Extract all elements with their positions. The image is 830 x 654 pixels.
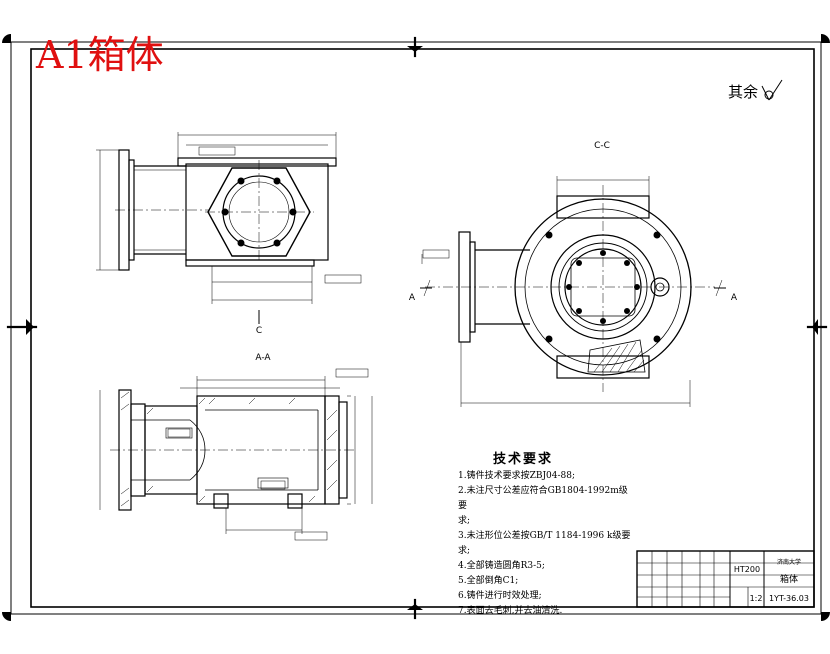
view-label-aa: A-A bbox=[255, 353, 271, 363]
view-cc-holes bbox=[545, 231, 661, 343]
front-view-dimensions bbox=[96, 132, 362, 324]
tech-req-item: 4.全部铸造圆角R3-5; bbox=[458, 561, 545, 571]
title-block-material: HT200 bbox=[734, 565, 760, 574]
surface-finish-note: 其余 bbox=[728, 83, 759, 101]
view-label-cc: C-C bbox=[594, 141, 610, 151]
tech-req-item: 1.铸件技术要求按ZBJ04-88; bbox=[458, 471, 576, 481]
section-mark-right: A bbox=[731, 293, 738, 303]
drawing-stamp-title: A1箱体 bbox=[36, 33, 164, 77]
section-aa-hatching bbox=[120, 391, 338, 507]
tech-req-item: 求; bbox=[458, 516, 471, 526]
section-mark-left: A bbox=[409, 293, 416, 303]
roughness-symbol bbox=[761, 79, 783, 101]
outer-frame bbox=[10, 41, 822, 615]
tech-req-item: 求; bbox=[458, 546, 471, 556]
technical-requirements-title: 技术要求 bbox=[493, 452, 554, 467]
tech-req-item: 2.未注尺寸公差应符合GB1804-1992m级要 bbox=[458, 486, 628, 511]
inner-border bbox=[30, 48, 815, 608]
view-cc-dimensions bbox=[420, 176, 726, 407]
title-block-org: 济南大学 bbox=[777, 558, 801, 566]
tech-req-item: 3.未注形位公差按GB/T 1184-1996 k级要 bbox=[458, 531, 631, 541]
corner-marks bbox=[2, 34, 830, 621]
view-cc-hatch bbox=[593, 341, 645, 373]
tech-req-item: 5.全部倒角C1; bbox=[458, 576, 519, 586]
front-view-bolt-holes bbox=[221, 177, 297, 247]
title-block-part-name: 箱体 bbox=[780, 573, 798, 585]
title-block-scale: 1:2 bbox=[750, 594, 763, 603]
section-aa-view bbox=[110, 389, 355, 511]
technical-requirements-list: 1.铸件技术要求按ZBJ04-88; 2.未注尺寸公差应符合GB1804-199… bbox=[458, 469, 634, 619]
tech-req-item: 6.铸件进行时效处理; bbox=[458, 591, 542, 601]
section-aa-dimensions bbox=[99, 368, 373, 541]
tech-req-item: 7.表面去毛刺,并去油清洗. bbox=[458, 606, 563, 616]
section-mark-c: C bbox=[256, 326, 262, 336]
title-block-drawing-number: 1YT-36.03 bbox=[769, 594, 809, 603]
title-block bbox=[636, 550, 815, 608]
